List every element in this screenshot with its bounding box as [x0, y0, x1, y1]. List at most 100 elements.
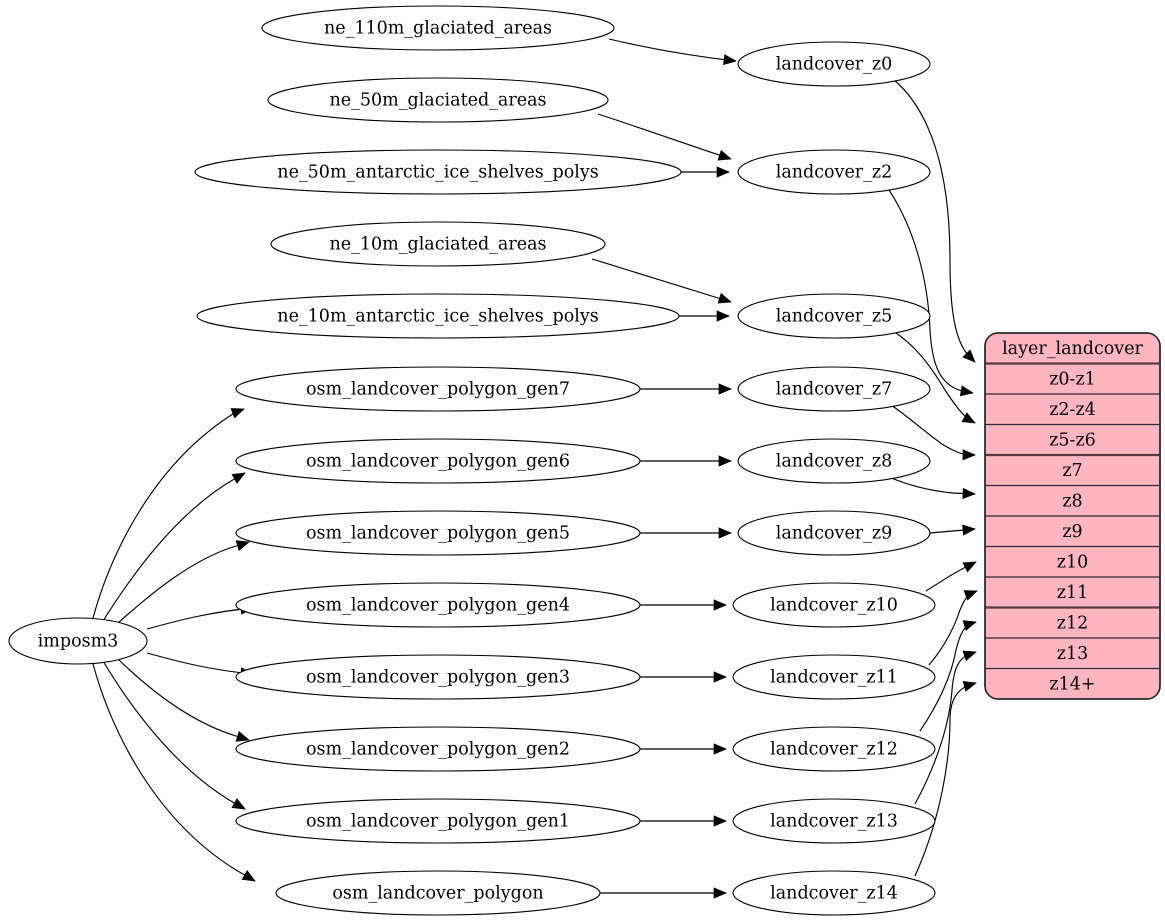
- arrowhead-icon: [713, 815, 727, 827]
- zoom-node-landcover_z13[interactable]: landcover_z13: [732, 798, 936, 844]
- node-shape[interactable]: [235, 510, 641, 556]
- zoom-node-landcover_z11[interactable]: landcover_z11: [732, 654, 936, 700]
- edge-imposm3-to-osm_landcover_polygon_gen5: [118, 540, 250, 623]
- node-shape[interactable]: [267, 77, 609, 123]
- layer-landcover-table[interactable]: layer_landcoverz0-z1z2-z4z5-z6z7z8z9z10z…: [984, 332, 1161, 700]
- edge-osm_landcover_polygon_gen5-to-landcover_z9: [640, 527, 732, 539]
- arrowhead-icon: [713, 599, 727, 611]
- nodes-layer: imposm3 ne_110m_glaciated_areas ne_50m_gla…: [8, 5, 936, 916]
- arrowhead-icon: [231, 798, 246, 810]
- node-shape[interactable]: [737, 149, 931, 195]
- source-node-imposm3[interactable]: imposm3: [8, 617, 148, 665]
- node-shape[interactable]: [732, 654, 936, 700]
- table-node-osm_landcover_polygon_gen6[interactable]: osm_landcover_polygon_gen6: [235, 438, 641, 484]
- edge-landcover_z13-to-row-z13: [914, 650, 977, 805]
- arrowhead-icon: [716, 166, 730, 178]
- zoom-node-landcover_z10[interactable]: landcover_z10: [732, 582, 936, 628]
- edge-landcover_z2-to-row-z2-z4: [888, 189, 974, 397]
- edge-osm_landcover_polygon_gen3-to-landcover_z11: [640, 671, 727, 683]
- node-shape[interactable]: [270, 221, 606, 267]
- zoom-node-landcover_z9[interactable]: landcover_z9: [737, 510, 931, 556]
- node-shape[interactable]: [732, 798, 936, 844]
- node-shape[interactable]: [235, 582, 641, 628]
- edge-imposm3-to-osm_landcover_polygon_gen2: [118, 659, 250, 742]
- node-shape[interactable]: [732, 582, 936, 628]
- table-row-z2-z4[interactable]: [985, 394, 1160, 425]
- table-node-ne_110m_glaciated_areas[interactable]: ne_110m_glaciated_areas: [261, 5, 615, 51]
- arrowhead-icon: [713, 671, 727, 683]
- table-node-ne_10m_antarctic_ice_shelves_polys[interactable]: ne_10m_antarctic_ice_shelves_polys: [196, 293, 680, 339]
- edge-path: [146, 607, 254, 630]
- node-shape[interactable]: [235, 726, 641, 772]
- node-shape[interactable]: [737, 366, 931, 412]
- node-shape[interactable]: [275, 870, 601, 916]
- arrowhead-icon: [963, 590, 978, 601]
- edge-path: [102, 472, 246, 622]
- zoom-node-landcover_z2[interactable]: landcover_z2: [737, 149, 931, 195]
- edge-ne_50m_antarctic_ice_shelves_polys-to-landcover_z2: [681, 166, 730, 178]
- zoom-node-landcover_z7[interactable]: landcover_z7: [737, 366, 931, 412]
- table-row-z7[interactable]: [985, 455, 1160, 486]
- arrowhead-icon: [962, 681, 977, 692]
- edge-path: [118, 541, 250, 623]
- edge-landcover_z11-to-row-z11: [928, 590, 978, 666]
- arrowhead-icon: [713, 743, 727, 755]
- edge-path: [892, 78, 976, 363]
- edges-layer: [92, 38, 978, 899]
- table-node-osm_landcover_polygon[interactable]: osm_landcover_polygon: [275, 870, 601, 916]
- node-shape[interactable]: [194, 149, 682, 195]
- node-shape[interactable]: [235, 798, 641, 844]
- arrowhead-icon: [717, 149, 732, 161]
- table-row-z14+[interactable]: [985, 669, 1160, 700]
- table-node-osm_landcover_polygon_gen2[interactable]: osm_landcover_polygon_gen2: [235, 726, 641, 772]
- edge-osm_landcover_polygon-to-landcover_z14: [600, 887, 727, 899]
- node-shape[interactable]: [737, 293, 931, 339]
- node-shape[interactable]: [235, 438, 641, 484]
- table-node-ne_50m_antarctic_ice_shelves_polys[interactable]: ne_50m_antarctic_ice_shelves_polys: [194, 149, 682, 195]
- table-row-z9[interactable]: [985, 516, 1160, 547]
- node-shape[interactable]: [732, 726, 936, 772]
- table-node-osm_landcover_polygon_gen3[interactable]: osm_landcover_polygon_gen3: [235, 654, 641, 700]
- zoom-node-landcover_z5[interactable]: landcover_z5: [737, 293, 931, 339]
- node-shape[interactable]: [737, 510, 931, 556]
- arrowhead-icon: [962, 561, 977, 573]
- arrowhead-icon: [717, 292, 732, 304]
- zoom-node-landcover_z8[interactable]: landcover_z8: [737, 438, 931, 484]
- arrowhead-icon: [959, 385, 974, 397]
- edge-imposm3-to-osm_landcover_polygon_gen7: [92, 408, 245, 619]
- arrowhead-icon: [713, 887, 727, 899]
- table-node-osm_landcover_polygon_gen7[interactable]: osm_landcover_polygon_gen7: [235, 366, 641, 412]
- node-shape[interactable]: [235, 366, 641, 412]
- node-shape[interactable]: [196, 293, 680, 339]
- table-row-z8[interactable]: [985, 486, 1160, 517]
- node-shape[interactable]: [737, 41, 931, 87]
- node-shape[interactable]: [8, 617, 148, 665]
- node-shape[interactable]: [737, 438, 931, 484]
- table-node-ne_50m_glaciated_areas[interactable]: ne_50m_glaciated_areas: [267, 77, 609, 123]
- table-row-z0-z1[interactable]: [985, 364, 1160, 395]
- table-node-osm_landcover_polygon_gen4[interactable]: osm_landcover_polygon_gen4: [235, 582, 641, 628]
- edge-path: [914, 651, 977, 805]
- edge-path: [146, 652, 254, 675]
- node-shape[interactable]: [732, 870, 936, 916]
- edge-path: [591, 258, 732, 303]
- zoom-node-landcover_z0[interactable]: landcover_z0: [737, 41, 931, 87]
- zoom-node-landcover_z14[interactable]: landcover_z14: [732, 870, 936, 916]
- table-row-z13[interactable]: [985, 638, 1160, 669]
- edge-path: [118, 659, 250, 741]
- edge-ne_10m_antarctic_ice_shelves_polys-to-landcover_z5: [679, 310, 730, 322]
- arrowhead-icon: [230, 408, 245, 419]
- table-row-z12[interactable]: [985, 608, 1160, 639]
- node-shape[interactable]: [261, 5, 615, 51]
- table-row-z10[interactable]: [985, 547, 1160, 578]
- table-node-ne_10m_glaciated_areas[interactable]: ne_10m_glaciated_areas: [270, 221, 606, 267]
- table-row-z5-z6[interactable]: [985, 425, 1160, 456]
- node-shape[interactable]: [235, 654, 641, 700]
- arrowhead-icon: [718, 383, 732, 395]
- zoom-node-landcover_z12[interactable]: landcover_z12: [732, 726, 936, 772]
- table-row-z11[interactable]: [985, 577, 1160, 608]
- edge-osm_landcover_polygon_gen1-to-landcover_z13: [640, 815, 727, 827]
- table-node-osm_landcover_polygon_gen1[interactable]: osm_landcover_polygon_gen1: [235, 798, 641, 844]
- table-node-osm_landcover_polygon_gen5[interactable]: osm_landcover_polygon_gen5: [235, 510, 641, 556]
